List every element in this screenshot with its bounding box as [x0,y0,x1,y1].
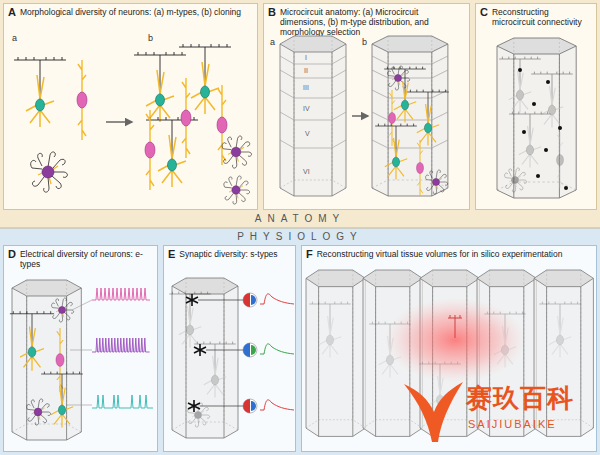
layer-label: VI [303,168,310,176]
panel-letter: F [306,249,313,260]
panel-header: F Reconstructing virtual tissue volumes f… [306,249,592,260]
panel-header: A Morphological diversity of neurons: (a)… [8,7,253,18]
section-label: ANATOMY [0,213,600,224]
panel-letter: C [480,7,488,18]
panel-heading: Synaptic diversity: s-types [179,249,277,259]
panel-letter: D [8,249,16,260]
panel-header: B Microcircuit anatomy: (a) Microcircuit … [268,7,465,37]
layer-label: II [304,67,308,75]
watermark-text: SAIJIUBAIKE [468,418,557,430]
sub-label: a [12,34,17,44]
sub-label: b [362,38,367,48]
panel-letter: E [168,249,175,260]
section-label: PHYSIOLOGY [0,231,600,242]
layer-label: I [305,54,307,62]
panel-letter: A [8,7,16,18]
panel-heading: Reconstructing virtual tissue volumes fo… [317,249,563,259]
panel-box: B Microcircuit anatomy: (a) Microcircuit … [263,3,470,210]
layer-label: IV [303,105,310,113]
layer-label: V [305,130,310,138]
sub-label: a [270,38,275,48]
sub-label: b [148,34,153,44]
panel-header: E Synaptic diversity: s-types [168,249,291,260]
panel-box: A Morphological diversity of neurons: (a)… [3,3,258,210]
watermark-text: 赛玖百科 [466,384,574,413]
panel-heading: Electrical diversity of neurons: e-types [20,249,153,269]
band-divider [0,228,600,229]
panel-header: C Reconstructing microcircuit connectivit… [480,7,592,27]
panel-heading: Morphological diversity of neurons: (a) … [20,7,241,17]
panel-letter: B [268,7,276,18]
physiology-band [0,228,600,455]
panel-box: D Electrical diversity of neurons: e-type… [3,245,158,452]
panel-heading: Reconstructing microcircuit connectivity [492,7,592,27]
panel-heading: Microcircuit anatomy: (a) Microcircuit d… [280,7,465,37]
anatomy-band [0,0,600,228]
layer-label: III [303,84,309,92]
panel-header: D Electrical diversity of neurons: e-type… [8,249,153,269]
panel-box: C Reconstructing microcircuit connectivit… [475,3,597,210]
panel-box: E Synaptic diversity: s-types [163,245,296,452]
